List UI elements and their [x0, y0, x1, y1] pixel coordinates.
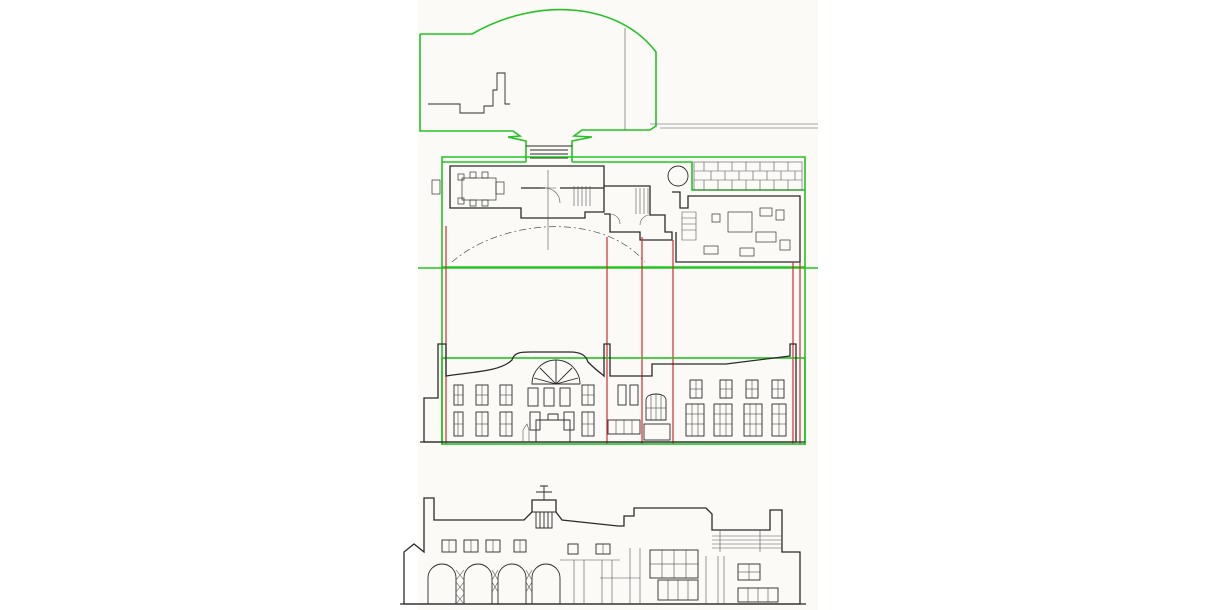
site-outline	[419, 8, 657, 162]
paper-background	[418, 0, 818, 610]
rear-windows	[441, 539, 779, 603]
elevation-silhouette	[423, 343, 797, 443]
plan-walls-right	[672, 191, 801, 263]
plan-stairs	[573, 186, 697, 241]
projection-lines	[445, 226, 801, 444]
plan-round-stair	[667, 165, 689, 187]
site-road-edge	[650, 123, 818, 129]
rear-roof-hatching	[712, 530, 782, 552]
site-plan	[419, 8, 818, 162]
elevation-entrance-door	[522, 413, 571, 442]
plan-courtyard-arc	[451, 226, 646, 263]
plan-centre-axis	[540, 170, 556, 250]
rear-lantern	[532, 511, 556, 529]
floor-plan	[418, 156, 818, 445]
rear-arcade	[427, 563, 561, 605]
plan-stone-wall	[693, 161, 803, 191]
plan-walls-left	[449, 165, 605, 219]
rear-elevation	[400, 485, 806, 605]
site-neighbour-building	[428, 72, 510, 114]
elevation-link-block	[607, 393, 671, 441]
site-entrance-steps	[526, 145, 572, 159]
elevation-outline-green	[441, 357, 806, 445]
elevation-fanlight	[531, 359, 581, 385]
rear-wall-details	[560, 548, 725, 604]
elevation-windows-right	[685, 379, 787, 437]
elevation-windows-left	[453, 384, 639, 437]
rear-silhouette	[403, 497, 801, 605]
plan-walls-centre	[604, 185, 673, 241]
plan-furniture-living	[703, 207, 791, 257]
plan-furniture-dining	[431, 171, 505, 207]
front-elevation	[420, 343, 806, 445]
rear-weathervane	[536, 485, 552, 500]
